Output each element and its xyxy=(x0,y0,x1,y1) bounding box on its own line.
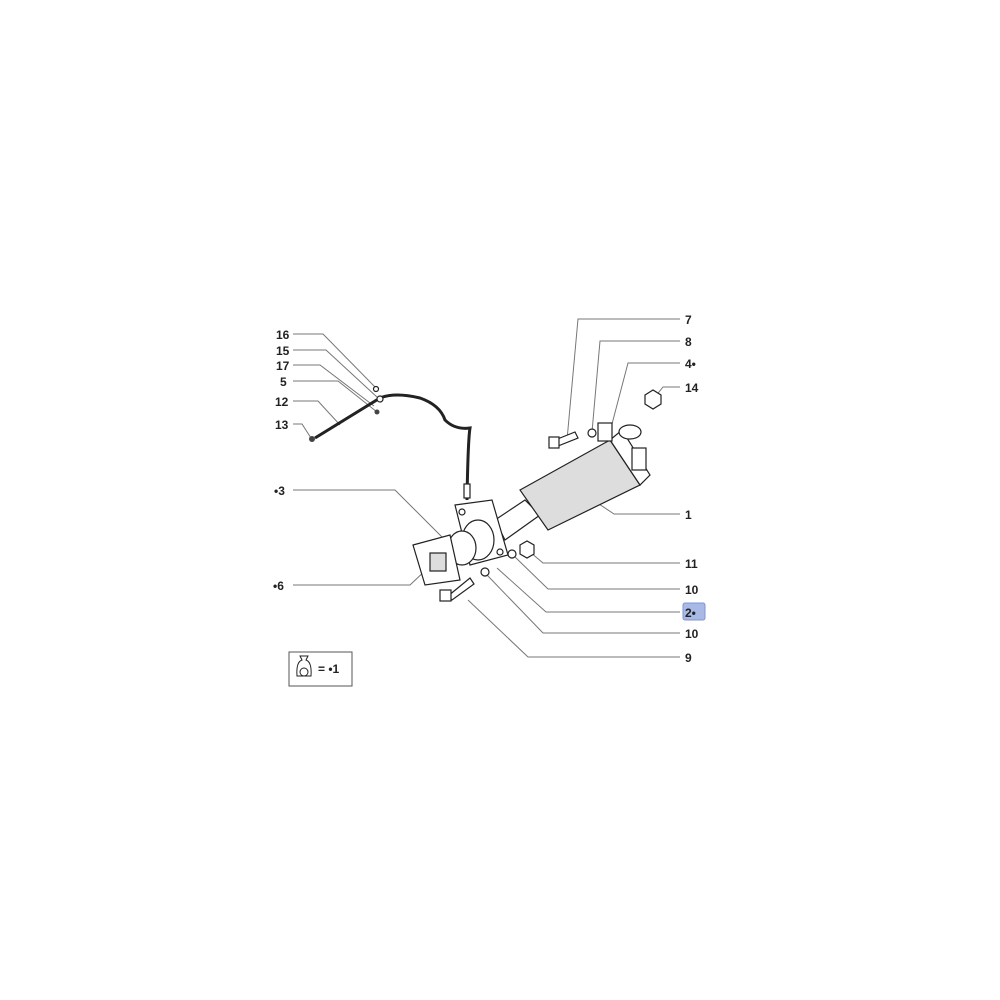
callout-8[interactable]: 8 xyxy=(685,335,692,349)
callout-16[interactable]: 16 xyxy=(276,328,290,342)
hardware xyxy=(439,389,662,602)
legend-text: = •1 xyxy=(318,662,340,676)
callout-1[interactable]: 1 xyxy=(685,508,692,522)
callout-10b[interactable]: 10 xyxy=(685,627,699,641)
callout-14[interactable]: 14 xyxy=(685,381,699,395)
callout-12[interactable]: 12 xyxy=(275,395,289,409)
callout-13[interactable]: 13 xyxy=(275,418,289,432)
legend-box: = •1 xyxy=(288,651,353,687)
callout-6[interactable]: •6 xyxy=(273,579,284,593)
callout-7[interactable]: 7 xyxy=(685,313,692,327)
callout-3[interactable]: •3 xyxy=(274,484,285,498)
callout-2[interactable]: 2• xyxy=(685,606,696,620)
callout-2-highlight xyxy=(682,602,706,621)
callout-labels: 16 15 17 5 12 13 •3 •6 7 8 4• 14 1 11 10… xyxy=(273,313,699,665)
hose xyxy=(309,385,472,501)
parts-bag-icon xyxy=(296,655,312,677)
callout-5[interactable]: 5 xyxy=(280,375,287,389)
callout-4[interactable]: 4• xyxy=(685,357,696,371)
callout-11[interactable]: 11 xyxy=(685,557,698,571)
callout-9[interactable]: 9 xyxy=(685,651,692,665)
propeller-shaft xyxy=(412,422,651,586)
callout-10a[interactable]: 10 xyxy=(685,583,699,597)
callout-15[interactable]: 15 xyxy=(276,344,290,358)
callout-17[interactable]: 17 xyxy=(276,359,290,373)
